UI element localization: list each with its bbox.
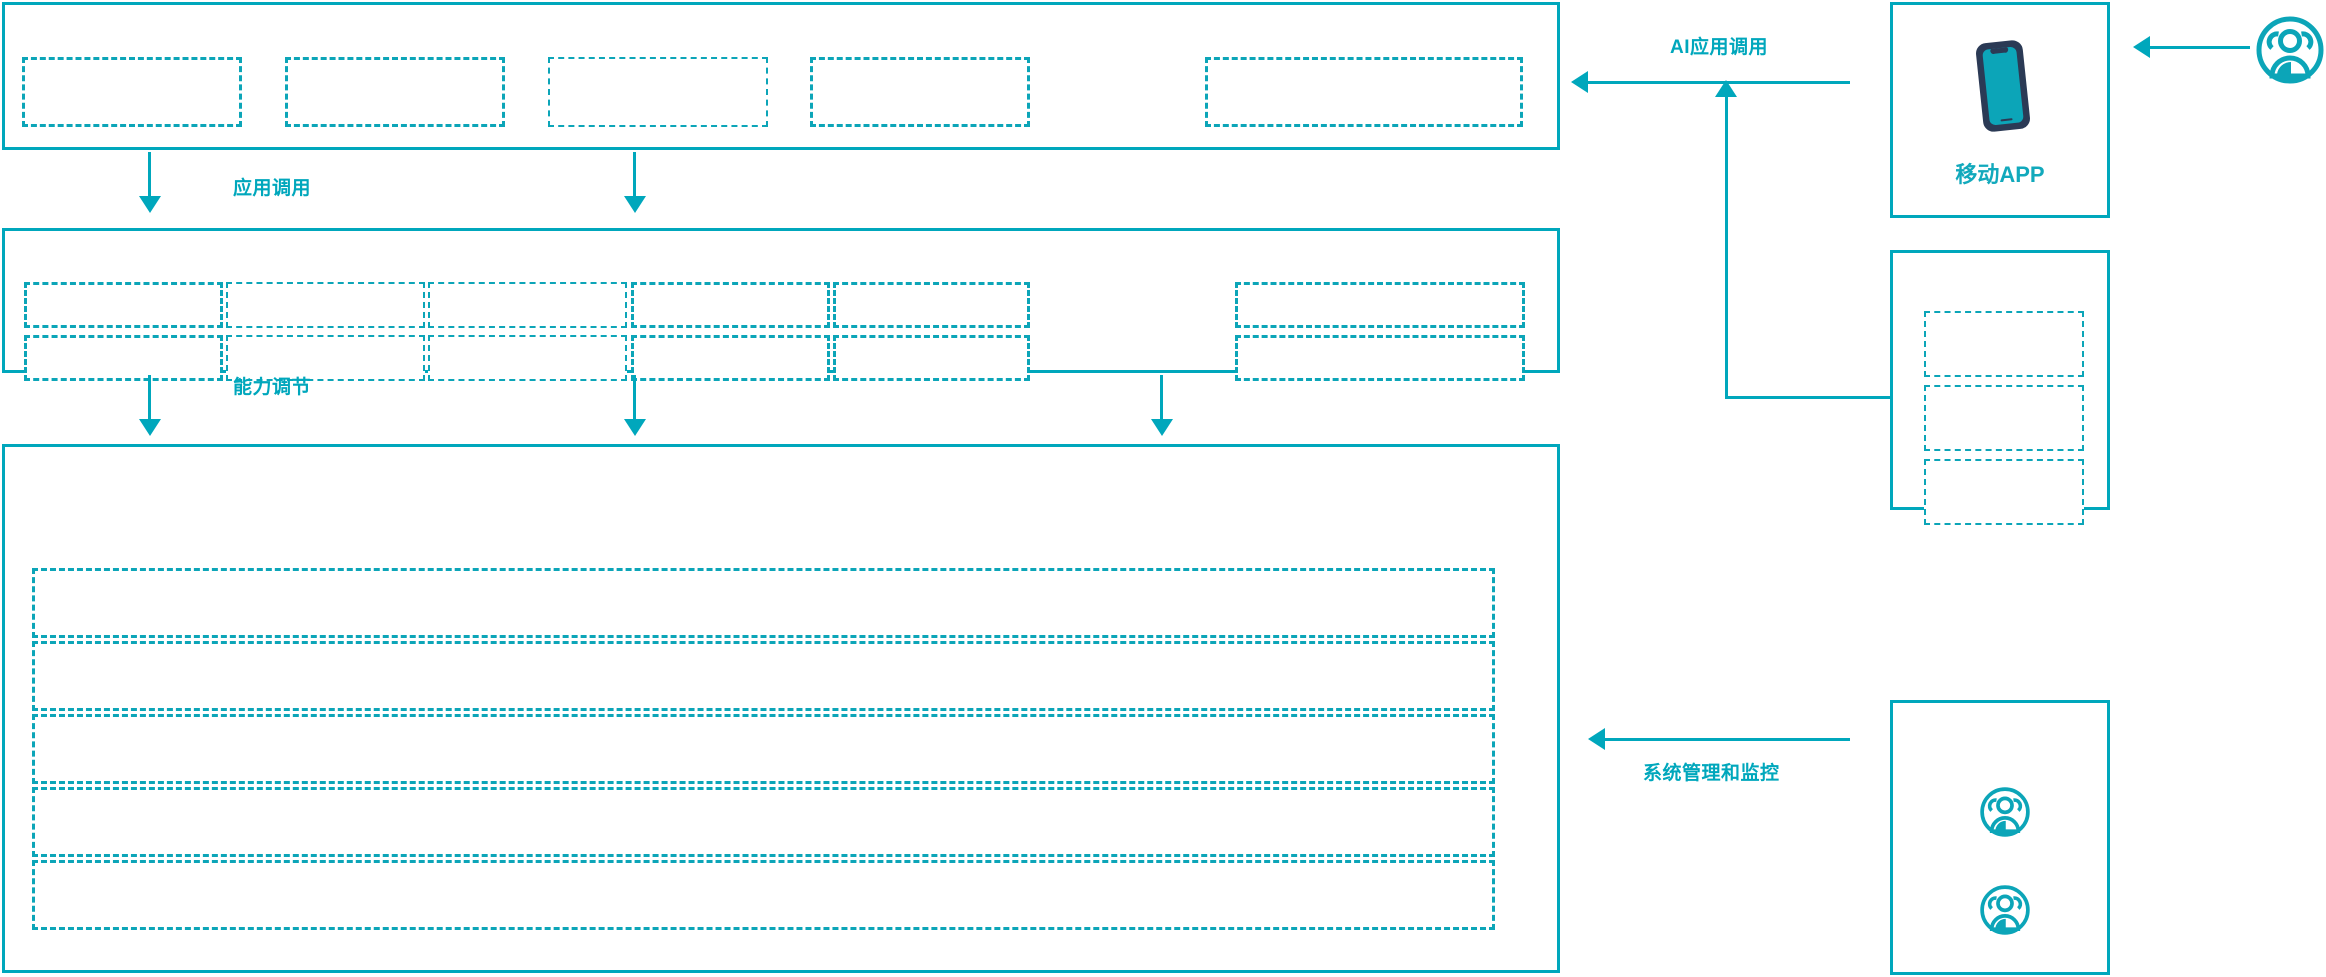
app-call-label: 应用调用 xyxy=(233,178,312,199)
capability-cell-2-top[interactable] xyxy=(226,282,425,328)
capability-call-arrow-3 xyxy=(1151,419,1173,436)
capability-cell-6-bottom[interactable] xyxy=(1235,335,1525,381)
infrastructure-row-2[interactable] xyxy=(32,641,1495,711)
system-admin-arrowhead xyxy=(1588,728,1605,750)
channels-panel[interactable] xyxy=(1890,250,2110,525)
capability-call-arrow-2 xyxy=(624,419,646,436)
system-admin-label: 系统管理和监控 xyxy=(1643,763,1780,784)
capability-call-connector-line-3 xyxy=(1160,375,1163,424)
infrastructure-row-4[interactable] xyxy=(32,787,1495,857)
application-cell-1[interactable] xyxy=(22,57,242,127)
channel-cell-3[interactable] xyxy=(1924,459,2084,525)
system-admin-line xyxy=(1605,738,1850,741)
capability-cell-3-top[interactable] xyxy=(428,282,627,328)
app-call-arrow-1 xyxy=(139,196,161,213)
app-call-connector-line-1 xyxy=(148,152,151,201)
ai-app-call-up-arrowhead xyxy=(1715,80,1737,97)
capability-cell-2-bottom[interactable] xyxy=(226,335,425,381)
external-user-arrowhead xyxy=(2133,36,2150,58)
operators-panel[interactable] xyxy=(1890,700,2110,975)
capability-call-arrow-1 xyxy=(139,419,161,436)
operator-users-group-icon-2 xyxy=(1976,879,2034,941)
application-cell-3[interactable] xyxy=(548,57,768,127)
ai-app-call-label: AI应用调用 xyxy=(1670,37,1769,58)
mobile-app-panel[interactable]: 移动APP xyxy=(1890,2,2110,218)
capability-call-connector-line-1 xyxy=(148,375,151,424)
infrastructure-row-3[interactable] xyxy=(32,714,1495,784)
infrastructure-row-1[interactable] xyxy=(32,568,1495,638)
application-cell-5[interactable] xyxy=(1205,57,1523,127)
capability-cell-3-bottom[interactable] xyxy=(428,335,627,381)
channel-cell-1[interactable] xyxy=(1924,311,2084,377)
capability-cell-5-top[interactable] xyxy=(833,282,1030,328)
capability-cell-5-bottom[interactable] xyxy=(833,335,1030,381)
application-cell-2[interactable] xyxy=(285,57,505,127)
ai-app-call-elbow-horizontal xyxy=(1725,396,1890,399)
ai-app-call-elbow-vertical xyxy=(1725,95,1728,396)
capability-cell-4-top[interactable] xyxy=(631,282,830,328)
capability-call-connector-line-2 xyxy=(633,375,636,424)
capability-cell-6-top[interactable] xyxy=(1235,282,1525,328)
capability-call-label: 能力调节 xyxy=(233,377,312,398)
external-user-icon xyxy=(2253,8,2326,92)
capability-cell-1-top[interactable] xyxy=(24,282,223,328)
app-call-connector-line-2 xyxy=(633,152,636,201)
infrastructure-row-5[interactable] xyxy=(32,860,1495,930)
application-cell-4[interactable] xyxy=(810,57,1030,127)
capability-cell-1-bottom[interactable] xyxy=(24,335,223,381)
operator-users-group-icon-1 xyxy=(1976,781,2034,843)
ai-app-call-arrowhead xyxy=(1571,71,1588,93)
external-user-connector-line xyxy=(2150,46,2250,49)
channel-cell-2[interactable] xyxy=(1924,385,2084,451)
mobile-app-caption: 移动APP xyxy=(1955,162,2045,187)
capability-cell-4-bottom[interactable] xyxy=(631,335,830,381)
smartphone-icon xyxy=(1955,31,2051,141)
app-call-arrow-2 xyxy=(624,196,646,213)
